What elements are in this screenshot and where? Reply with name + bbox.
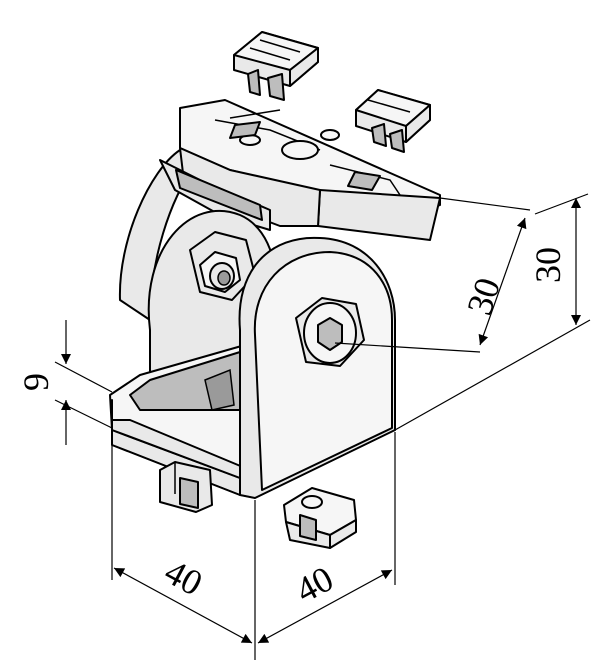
dim-label-9: 9: [16, 373, 56, 391]
dimension-lines: [54, 193, 591, 660]
slot-nut-bottom-left: [159, 461, 213, 513]
dim-label-slanted-30: 30: [459, 273, 508, 320]
slot-nut-top-left: [233, 31, 319, 101]
socket-bolt-icon: [295, 297, 365, 367]
hex-bolt-icon: [189, 231, 256, 301]
slot-nut-top-right: [355, 89, 431, 153]
slot-nut-bottom-right: [283, 487, 357, 549]
upper-bracket: [118, 99, 441, 321]
dim-label-vertical-30: 30: [528, 247, 568, 283]
